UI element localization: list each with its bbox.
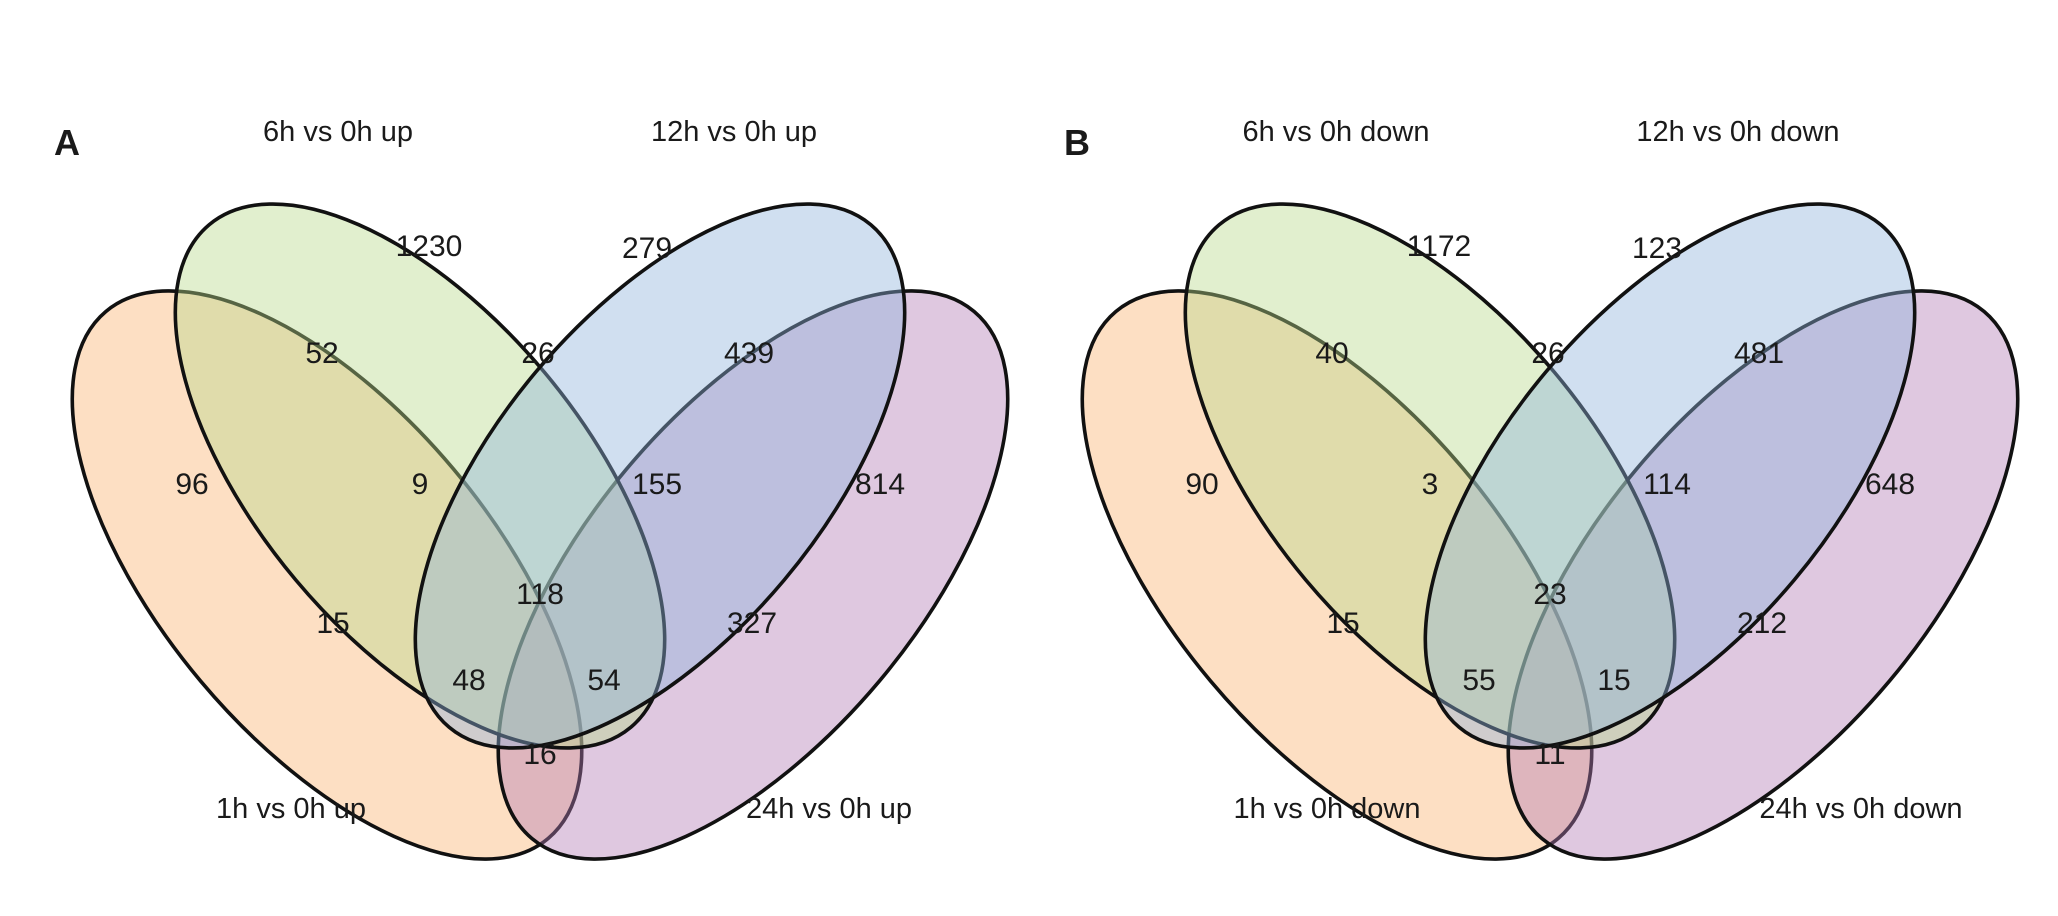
region-count: 439 [724, 337, 774, 370]
region-count: 48 [452, 664, 485, 697]
panel-letter: A [54, 122, 80, 163]
region-count: 15 [1597, 664, 1630, 697]
set-label-6h: 6h vs 0h down [1242, 116, 1429, 148]
region-count: 155 [632, 468, 682, 501]
region-count: 16 [523, 738, 556, 771]
set-1h-ellipse [1080, 289, 1594, 861]
region-count: 54 [587, 664, 620, 697]
region-count: 55 [1462, 664, 1495, 697]
set-label-12h: 12h vs 0h down [1636, 116, 1839, 148]
region-count: 212 [1737, 607, 1787, 640]
venn-panel-b: B 6h vs 0h down 12h vs 0h down 1h vs 0h … [1064, 116, 2020, 861]
set-label-12h: 12h vs 0h up [651, 116, 817, 148]
set-24h-ellipse [496, 289, 1010, 861]
region-count: 90 [1185, 468, 1218, 501]
region-count: 15 [316, 607, 349, 640]
set-label-1h: 1h vs 0h up [216, 793, 366, 825]
region-count: 118 [516, 578, 564, 611]
region-count: 15 [1326, 607, 1359, 640]
region-count: 26 [521, 337, 554, 370]
region-count: 3 [1422, 468, 1439, 501]
set-12h-ellipse [413, 202, 907, 750]
set-12h-ellipse [1423, 202, 1917, 750]
set-label-6h: 6h vs 0h up [263, 116, 413, 148]
region-count: 327 [727, 607, 777, 640]
region-count: 26 [1531, 337, 1564, 370]
set-6h-ellipse [173, 202, 667, 750]
region-count: 11 [1534, 738, 1565, 771]
venn-panel-a: A 6h vs 0h up 12h vs 0h up 1h vs 0h up 2… [54, 116, 1010, 861]
set-label-24h: 24h vs 0h down [1759, 793, 1962, 825]
region-count: 279 [622, 232, 672, 265]
region-count: 814 [855, 468, 905, 501]
region-count: 1172 [1407, 230, 1472, 263]
region-count: 1230 [396, 230, 463, 263]
set-1h-ellipse [70, 289, 584, 861]
region-count: 40 [1315, 337, 1348, 370]
set-24h-ellipse [1506, 289, 2020, 861]
region-count: 123 [1632, 232, 1682, 265]
region-count: 9 [412, 468, 429, 501]
region-count: 52 [305, 337, 338, 370]
set-6h-ellipse [1183, 202, 1677, 750]
panel-letter: B [1064, 122, 1090, 163]
region-count: 648 [1865, 468, 1915, 501]
region-count: 481 [1734, 337, 1784, 370]
region-count: 114 [1643, 468, 1691, 501]
region-count: 23 [1533, 578, 1566, 611]
region-count: 96 [175, 468, 208, 501]
set-label-1h: 1h vs 0h down [1233, 793, 1420, 825]
set-label-24h: 24h vs 0h up [746, 793, 912, 825]
